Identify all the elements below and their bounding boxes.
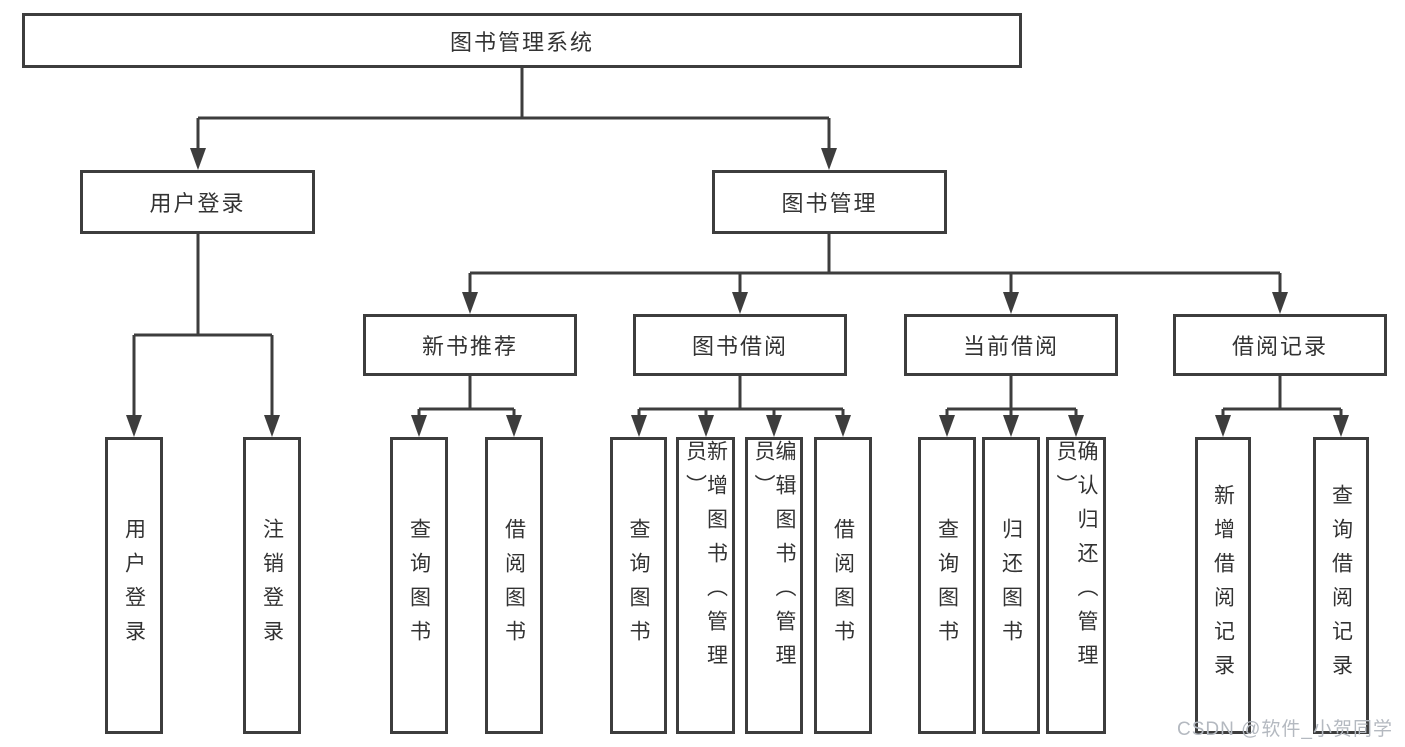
leaf-query-books-borrow-label: 查询图书 bbox=[627, 517, 650, 654]
leaf-add-borrow-record-label: 新增借阅记录 bbox=[1211, 483, 1235, 688]
leaf-borrow-books-recommend: 借阅图书 bbox=[485, 437, 543, 734]
leaf-logout-label: 注销登录 bbox=[260, 517, 284, 654]
leaf-add-borrow-record: 新增借阅记录 bbox=[1195, 437, 1251, 734]
node-new-book-recommend: 新书推荐 bbox=[363, 314, 577, 376]
leaf-query-books-recommend: 查询图书 bbox=[390, 437, 448, 734]
leaf-borrow-books-borrow-label: 借阅图书 bbox=[831, 517, 855, 654]
leaf-query-borrow-record: 查询借阅记录 bbox=[1313, 437, 1369, 734]
csdn-watermark: CSDN @软件_小贺同学 bbox=[1177, 719, 1393, 740]
leaf-query-books-current-label: 查询图书 bbox=[935, 517, 959, 654]
leaf-edit-book-admin: 编辑图书（管理员） bbox=[745, 437, 803, 734]
leaf-query-borrow-record-label: 查询借阅记录 bbox=[1329, 483, 1353, 688]
leaf-query-books-borrow: 查询图书 bbox=[610, 437, 667, 734]
leaf-user-login-label: 用户登录 bbox=[122, 517, 146, 654]
leaf-query-books-current: 查询图书 bbox=[918, 437, 976, 734]
leaf-user-login: 用户登录 bbox=[105, 437, 163, 734]
node-new-book-recommend-label: 新书推荐 bbox=[421, 334, 518, 359]
leaf-edit-book-admin-label: 编辑图书（管理员） bbox=[752, 440, 796, 678]
node-current-borrow-label: 当前借阅 bbox=[962, 334, 1059, 359]
node-current-borrow: 当前借阅 bbox=[904, 314, 1118, 376]
connector-root-to-level2 bbox=[190, 68, 837, 170]
leaf-query-books-recommend-label: 查询图书 bbox=[407, 517, 431, 654]
leaf-borrow-books-recommend-label: 借阅图书 bbox=[502, 517, 526, 654]
connector-borrow-records-branch bbox=[1215, 373, 1349, 437]
leaf-add-book-admin: 新增图书（管理员） bbox=[676, 437, 735, 734]
node-user-login: 用户登录 bbox=[80, 170, 315, 234]
node-book-mgmt-label: 图书管理 bbox=[781, 191, 878, 216]
node-root: 图书管理系统 bbox=[22, 13, 1022, 68]
node-book-mgmt: 图书管理 bbox=[712, 170, 947, 234]
leaf-add-book-admin-label: 新增图书（管理员） bbox=[683, 440, 728, 678]
node-borrow-records: 借阅记录 bbox=[1173, 314, 1387, 376]
leaf-return-book-label: 归还图书 bbox=[999, 517, 1023, 654]
leaf-logout: 注销登录 bbox=[243, 437, 301, 734]
leaf-return-book: 归还图书 bbox=[982, 437, 1040, 734]
leaf-confirm-return-admin: 确认归还（管理员） bbox=[1046, 437, 1106, 734]
node-borrow-records-label: 借阅记录 bbox=[1231, 334, 1328, 359]
connector-user-login-branch bbox=[126, 231, 280, 437]
leaf-borrow-books-borrow: 借阅图书 bbox=[814, 437, 872, 734]
leaf-confirm-return-admin-label: 确认归还（管理员） bbox=[1054, 440, 1098, 678]
connector-current-borrow-branch bbox=[939, 373, 1084, 437]
connector-book-mgmt-branch bbox=[462, 231, 1288, 314]
node-root-label: 图书管理系统 bbox=[449, 29, 594, 55]
node-user-login-label: 用户登录 bbox=[149, 191, 246, 216]
connector-book-borrow-branch bbox=[631, 373, 851, 437]
node-book-borrow-label: 图书借阅 bbox=[691, 334, 788, 359]
node-book-borrow: 图书借阅 bbox=[633, 314, 847, 376]
connector-new-book-branch bbox=[411, 373, 522, 437]
